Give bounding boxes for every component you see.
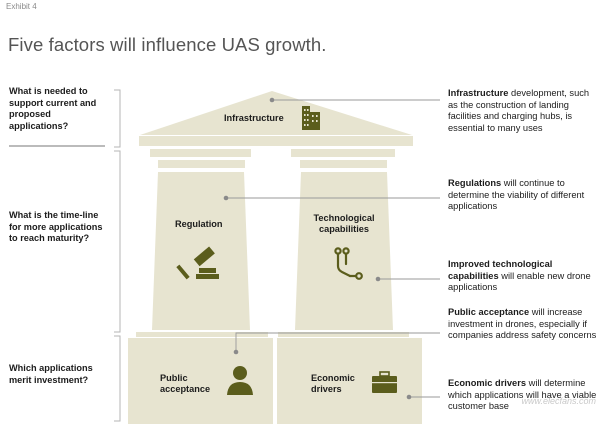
label-technological: Technological capabilities bbox=[313, 213, 375, 234]
briefcase-icon bbox=[372, 371, 397, 393]
capital-right-top bbox=[291, 149, 395, 157]
base-top-left bbox=[136, 332, 268, 337]
label-regulation: Regulation bbox=[175, 219, 223, 229]
base-top-right bbox=[278, 332, 409, 337]
base-block-economic bbox=[277, 338, 422, 424]
page-title: Five factors will influence UAS growth. bbox=[8, 34, 327, 55]
watermark: www.elecfans.com bbox=[521, 396, 596, 406]
desc-infrastructure: Infrastructure development, such as the … bbox=[448, 88, 590, 133]
label-infrastructure: Infrastructure bbox=[224, 113, 284, 123]
label-public: Public acceptance bbox=[160, 373, 211, 394]
desc-economic: Economic drivers will determine which ap… bbox=[448, 378, 597, 411]
connector-dots bbox=[223, 97, 412, 400]
circuit-icon bbox=[334, 247, 363, 280]
capital-right-bottom bbox=[300, 160, 387, 168]
column-regulation bbox=[152, 172, 250, 330]
desc-regulations: Regulations will continue to determine t… bbox=[448, 178, 585, 211]
question-brackets bbox=[114, 89, 121, 422]
gavel-icon bbox=[176, 246, 219, 280]
question-timeline: What is the time-line for more applicati… bbox=[9, 210, 103, 243]
desc-public: Public acceptance will increase investme… bbox=[448, 307, 597, 340]
roof-pediment bbox=[140, 91, 412, 135]
desc-technological: Improved technological capabilities will… bbox=[448, 259, 591, 292]
person-icon bbox=[227, 366, 253, 395]
question-support: What is needed to support current and pr… bbox=[9, 86, 97, 131]
label-economic: Economic drivers bbox=[311, 373, 355, 394]
exhibit-label: Exhibit 4 bbox=[6, 2, 37, 11]
question-investment: Which applications merit investment? bbox=[9, 363, 93, 385]
roof-beam bbox=[139, 136, 413, 146]
capital-left-bottom bbox=[158, 160, 245, 168]
building-icon bbox=[302, 106, 320, 130]
base-block-public bbox=[128, 338, 273, 424]
capital-left-top bbox=[150, 149, 251, 157]
connectors bbox=[226, 99, 440, 398]
